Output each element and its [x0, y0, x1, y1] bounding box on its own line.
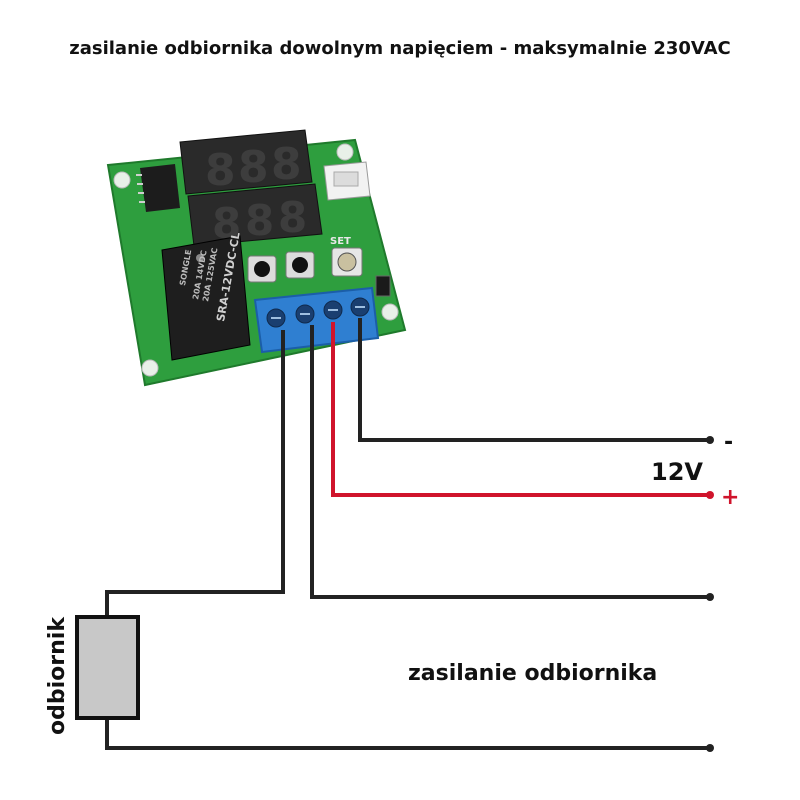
wire-load-return — [105, 718, 710, 750]
diagram-title: zasilanie odbiornika dowolnym napięciem … — [69, 38, 731, 59]
button-down — [285, 251, 315, 279]
button-set — [331, 247, 363, 277]
terminal-dot-supply-2 — [706, 744, 714, 752]
wire-relay-to-load — [105, 330, 285, 617]
display-digit: 8 — [278, 193, 307, 242]
wire-12v-plus — [331, 322, 710, 497]
terminal-dot-supply-1 — [706, 593, 714, 601]
wires — [105, 318, 710, 750]
load-supply-label: zasilanie odbiornika — [408, 661, 657, 686]
load-label: odbiornik — [45, 616, 70, 735]
mounting-hole — [381, 303, 399, 321]
button-up — [247, 255, 277, 283]
mounting-hole — [113, 171, 131, 189]
status-led — [375, 275, 391, 297]
plus-label: + — [721, 485, 739, 510]
terminal-dot-plus — [706, 491, 714, 499]
wire-12v-minus — [358, 318, 710, 442]
minus-label: - — [724, 430, 733, 455]
display-digit: 8 — [271, 139, 302, 190]
wire-relay-to-supply — [310, 325, 710, 599]
display-digit: 8 — [245, 196, 274, 245]
load-box — [75, 615, 140, 720]
mounting-hole — [336, 143, 354, 161]
display-digit: 8 — [205, 145, 236, 196]
display-digit: 8 — [238, 142, 269, 193]
thermostat-module: 8 8 8 8 8 8 SONGLE 20A 14VDC — [106, 129, 407, 387]
terminal-dot-minus — [706, 436, 714, 444]
sensor-connector — [323, 161, 371, 201]
mounting-hole — [141, 359, 159, 377]
upper-display: 8 8 8 — [179, 129, 313, 196]
set-label: SET — [330, 236, 351, 247]
voltage-label: 12V — [651, 458, 703, 486]
relay-marker — [196, 254, 204, 262]
lower-display: 8 8 8 — [187, 183, 323, 248]
ic-chip — [136, 164, 180, 212]
relay: SONGLE 20A 14VDC 20A 125VAC SRA-12VDC-CL — [161, 231, 251, 361]
terminal-block — [253, 286, 380, 354]
